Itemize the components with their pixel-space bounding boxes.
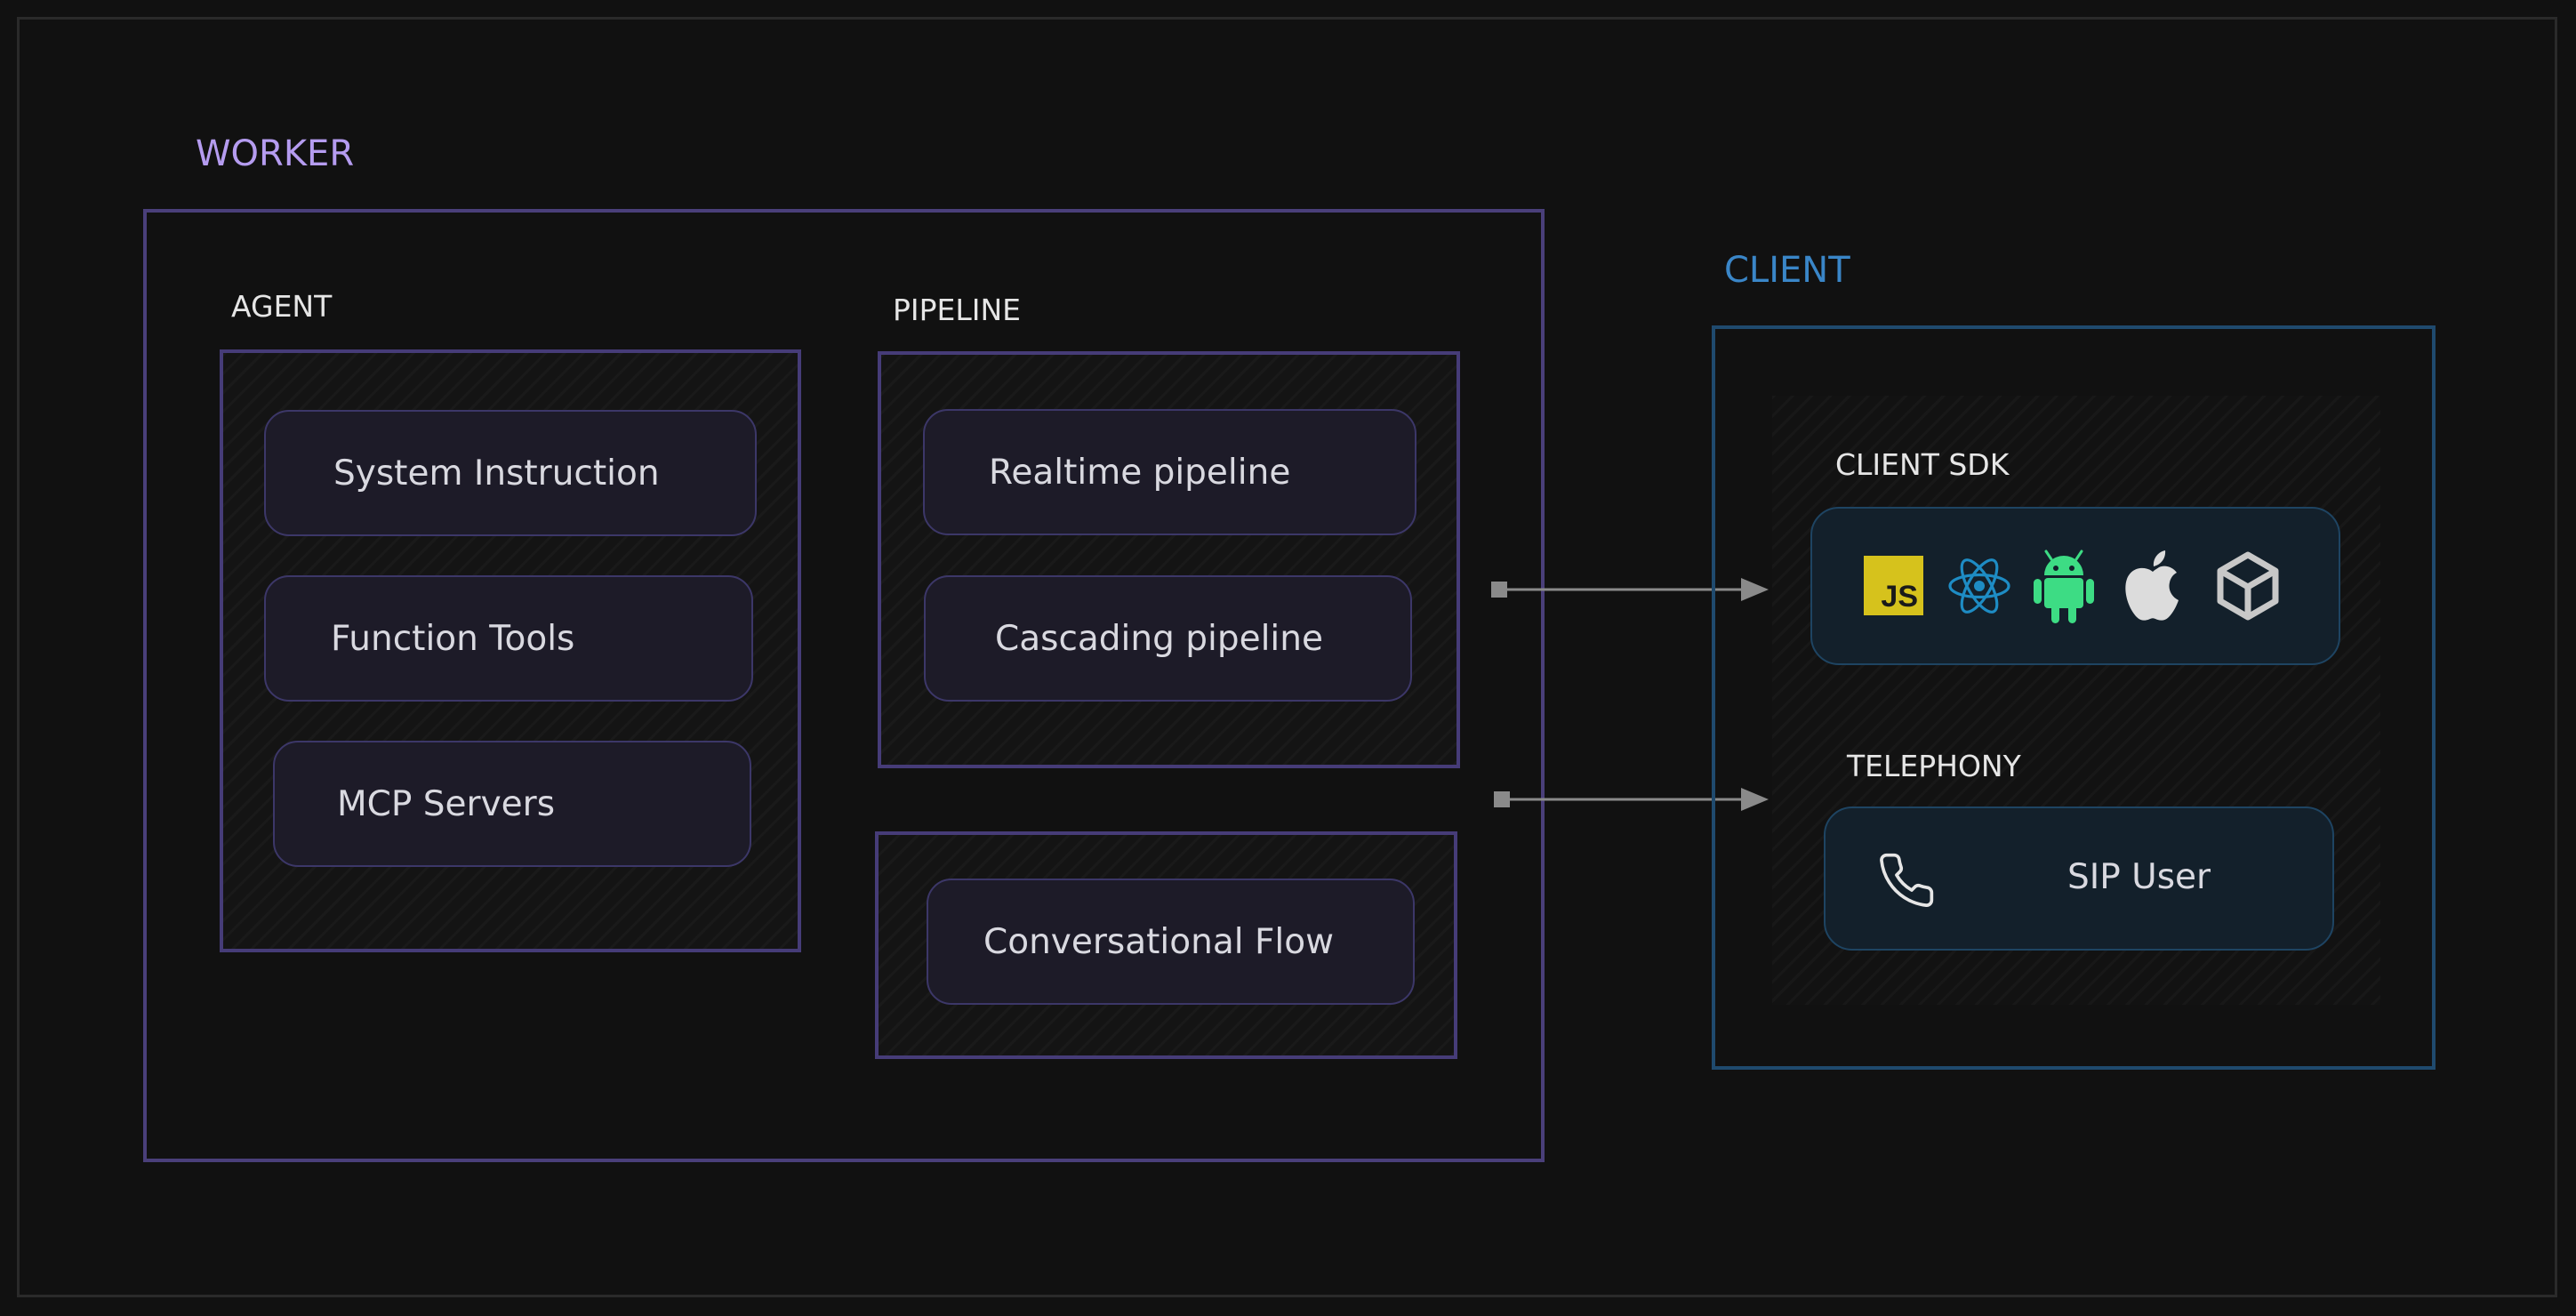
diagram-frame (17, 17, 2557, 1297)
mcp-servers-card[interactable]: MCP Servers (273, 741, 751, 867)
cascading-pipeline-label: Cascading pipeline (995, 618, 1323, 659)
mcp-servers-label: MCP Servers (337, 783, 556, 824)
phone-icon (1876, 850, 1937, 911)
unity-icon (2212, 550, 2283, 622)
conversational-flow-label: Conversational Flow (983, 921, 1334, 962)
system-instruction-card[interactable]: System Instruction (264, 410, 757, 536)
realtime-pipeline-card[interactable]: Realtime pipeline (923, 409, 1416, 535)
sip-user-card[interactable]: SIP User (1824, 806, 2334, 951)
realtime-pipeline-label: Realtime pipeline (989, 452, 1291, 493)
cascading-pipeline-card[interactable]: Cascading pipeline (924, 575, 1412, 702)
arrow-flow-to-telephony (1494, 788, 1769, 811)
sip-user-label: SIP User (2067, 857, 2211, 897)
worker-title: WORKER (196, 133, 355, 174)
client-title: CLIENT (1724, 250, 1850, 291)
function-tools-label: Function Tools (331, 618, 575, 659)
javascript-icon-text: JS (1881, 580, 1918, 614)
apple-icon (2123, 549, 2182, 623)
function-tools-card[interactable]: Function Tools (264, 575, 753, 702)
arrow-pipeline-to-sdk (1491, 578, 1769, 601)
android-icon (2030, 549, 2098, 624)
javascript-icon: JS (1864, 556, 1923, 615)
telephony-label: TELEPHONY (1847, 749, 2021, 783)
system-instruction-label: System Instruction (333, 453, 660, 494)
worker-container (143, 209, 1545, 1162)
agent-label: AGENT (231, 289, 333, 324)
client-container (1712, 325, 2436, 1070)
client-sdk-label: CLIENT SDK (1835, 447, 2010, 482)
client-sdk-card[interactable]: JS (1810, 507, 2340, 665)
react-icon (1947, 554, 2011, 618)
pipeline-label: PIPELINE (893, 293, 1022, 327)
conversational-flow-card[interactable]: Conversational Flow (927, 879, 1415, 1005)
